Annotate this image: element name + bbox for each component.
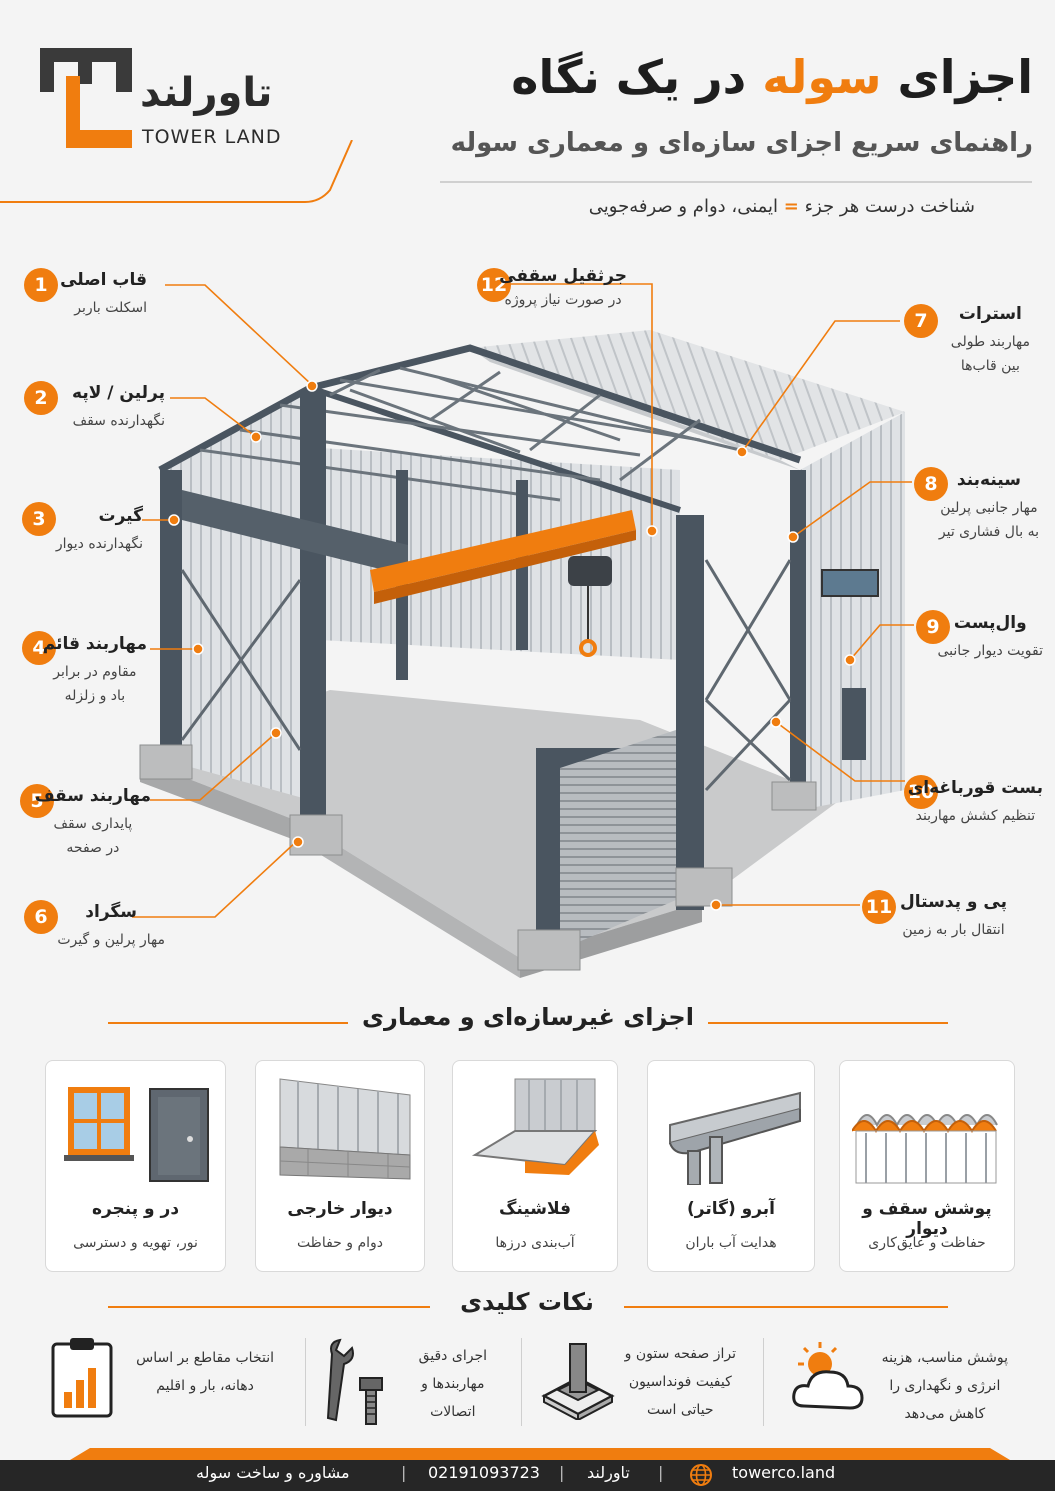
tip-separator (305, 1338, 306, 1426)
flashing-icon (471, 1078, 599, 1175)
card-desc: هدایت آب باران (685, 1235, 777, 1251)
globe-icon (690, 1464, 712, 1486)
sun-cloud-icon (792, 1342, 864, 1410)
card-title: در و پنجره (91, 1199, 180, 1219)
clipboard-chart-icon (51, 1338, 113, 1418)
card-title: آبرو (گاتر) (686, 1199, 776, 1219)
component-number-6: 6 (24, 900, 58, 934)
card-desc: دوام و حفاظت (296, 1235, 384, 1251)
logo-mark-icon (40, 48, 132, 148)
component-number-3: 3 (22, 502, 56, 536)
component-number-4: 4 (22, 631, 56, 665)
card-exterior-wall: دیوار خارجی دوام و حفاظت (255, 1060, 425, 1272)
card-flashing: فلاشینگ آب‌بندی درزها (452, 1060, 618, 1272)
footer-phone[interactable]: 02191093723 (428, 1463, 540, 1482)
card-title: دیوار خارجی (287, 1199, 393, 1219)
door-window-icon (64, 1087, 209, 1182)
component-number-12: 12 (477, 268, 511, 302)
card-title: پوشش سقف و دیوار (862, 1199, 992, 1239)
card-desc: نور، تهویه و دسترسی (73, 1235, 198, 1251)
header-divider (440, 181, 1032, 183)
component-number-8: 8 (914, 467, 948, 501)
component-number-11: 11 (862, 890, 896, 924)
footer-bar (0, 1460, 1055, 1491)
tip-separator (763, 1338, 764, 1426)
section-line-left (108, 1022, 348, 1024)
tip-separator (521, 1338, 522, 1426)
component-number-5: 5 (20, 784, 54, 818)
brand-name-en: TOWER LAND (142, 126, 282, 148)
footer-separator: | (559, 1463, 565, 1482)
card-desc: حفاظت و عایق‌کاری (868, 1235, 986, 1251)
wrench-bolt-icon (326, 1338, 383, 1425)
footer-service: مشاوره و ساخت سوله (196, 1463, 350, 1482)
page-title: اجزای سوله در یک نگاه (511, 50, 1033, 104)
roof-sheet-icon (852, 1114, 998, 1184)
brand-name-fa: تاورلند (140, 70, 273, 116)
component-number-9: 9 (916, 610, 950, 644)
component-number-7: 7 (904, 304, 938, 338)
warehouse-illustration (132, 283, 914, 978)
wall-icon (279, 1078, 411, 1180)
component-number-10: 10 (904, 775, 938, 809)
gutter-icon (669, 1091, 801, 1185)
footer-accent (70, 1448, 1010, 1460)
section-line-right (708, 1022, 948, 1024)
card-desc: آب‌بندی درزها (495, 1235, 575, 1251)
key-line-left (108, 1306, 430, 1308)
footer-brand: تاورلند (587, 1463, 630, 1482)
base-plate-icon (541, 1343, 615, 1420)
key-points-heading: نکات کلیدی (460, 1288, 594, 1316)
card-title: فلاشینگ (498, 1199, 572, 1219)
key-line-right (624, 1306, 948, 1308)
non-structural-heading: اجزای غیرسازه‌ای و معماری (362, 1003, 694, 1031)
footer-website[interactable]: towerco.land (732, 1463, 836, 1482)
tagline: شناخت درست هر جزء = ایمنی، دوام و صرفه‌ج… (588, 196, 975, 217)
component-number-2: 2 (24, 381, 58, 415)
header-accent-line (0, 140, 353, 203)
component-number-1: 1 (24, 268, 58, 302)
card-roof-wall-sheeting: پوشش سقف و دیوار حفاظت و عایق‌کاری (839, 1060, 1015, 1272)
card-door-window: در و پنجره نور، تهویه و دسترسی (45, 1060, 226, 1272)
footer-separator: | (658, 1463, 664, 1482)
footer-separator: | (401, 1463, 407, 1482)
card-gutter: آبرو (گاتر) هدایت آب باران (647, 1060, 815, 1272)
page-subtitle: راهنمای سریع اجزای سازه‌ای و معماری سوله (450, 128, 1033, 158)
